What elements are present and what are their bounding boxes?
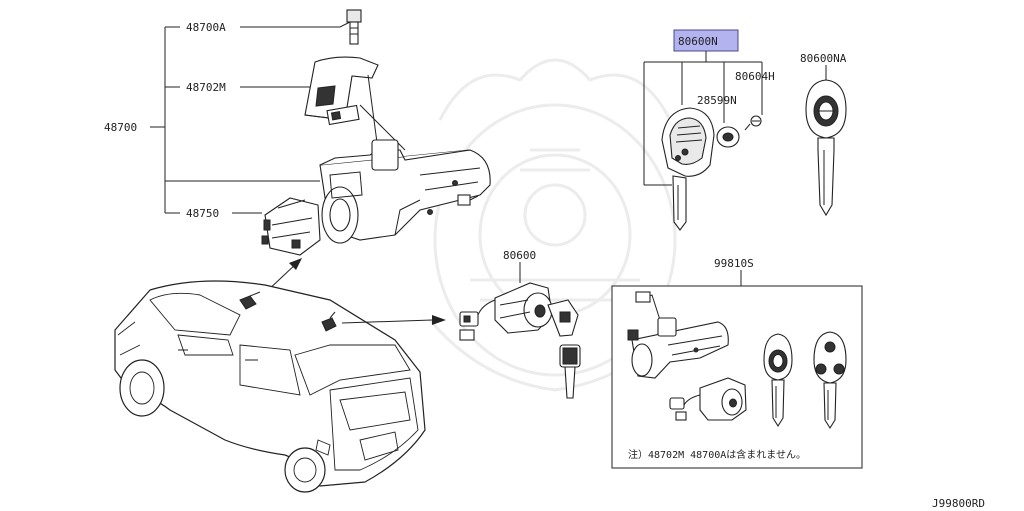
door-lock-group: 80600 xyxy=(341,249,581,399)
label-48702M: 48702M xyxy=(186,81,226,94)
car-rear-lock-marker xyxy=(321,311,337,332)
connector-top xyxy=(326,104,360,126)
part-48700-lock-body xyxy=(319,139,491,244)
kit-steering-lock xyxy=(627,291,729,379)
arrow-to-door-lock xyxy=(341,315,446,325)
label-80604H: 80604H xyxy=(735,70,775,83)
part-80600N-fob xyxy=(661,107,715,231)
leader-48700-bracket xyxy=(150,26,320,214)
label-48700: 48700 xyxy=(104,121,137,134)
remote-key-group: 80600N 80604H 28599N xyxy=(643,29,775,231)
key-80600NA-group: 80600NA xyxy=(800,52,847,217)
label-80600NA: 80600NA xyxy=(800,52,847,65)
label-48750: 48750 xyxy=(186,207,219,220)
kit-99810S-group: 99810S xyxy=(611,257,863,469)
kit-plain-key xyxy=(763,333,793,428)
kit-door-lock xyxy=(669,377,747,421)
label-80600N: 80600N xyxy=(678,35,718,48)
part-80600NA-key xyxy=(805,79,847,217)
label-80600: 80600 xyxy=(503,249,536,262)
label-99810S: 99810S xyxy=(714,257,754,270)
leader-48700A xyxy=(240,21,351,28)
part-48700A-bolt xyxy=(346,9,362,45)
ignition-assembly-group: 48700A 48702M 48700 48750 xyxy=(104,9,491,294)
leader-80600N xyxy=(643,51,763,186)
car-illustration xyxy=(114,280,426,493)
kit-note: 注）48702M 48700Aは含まれません。 xyxy=(628,448,806,461)
diagram-id: J99800RD xyxy=(932,497,985,510)
part-48702M-clamp xyxy=(304,56,379,121)
part-28599N-battery xyxy=(716,126,740,148)
part-80600-door-lock xyxy=(459,282,581,399)
label-28599N: 28599N xyxy=(697,94,737,107)
kit-remote-key xyxy=(813,331,847,430)
label-48700A: 48700A xyxy=(186,21,226,34)
part-80604H-screw xyxy=(744,115,762,131)
part-48750-cylinder xyxy=(261,197,321,256)
car-ignition-marker xyxy=(239,291,261,310)
